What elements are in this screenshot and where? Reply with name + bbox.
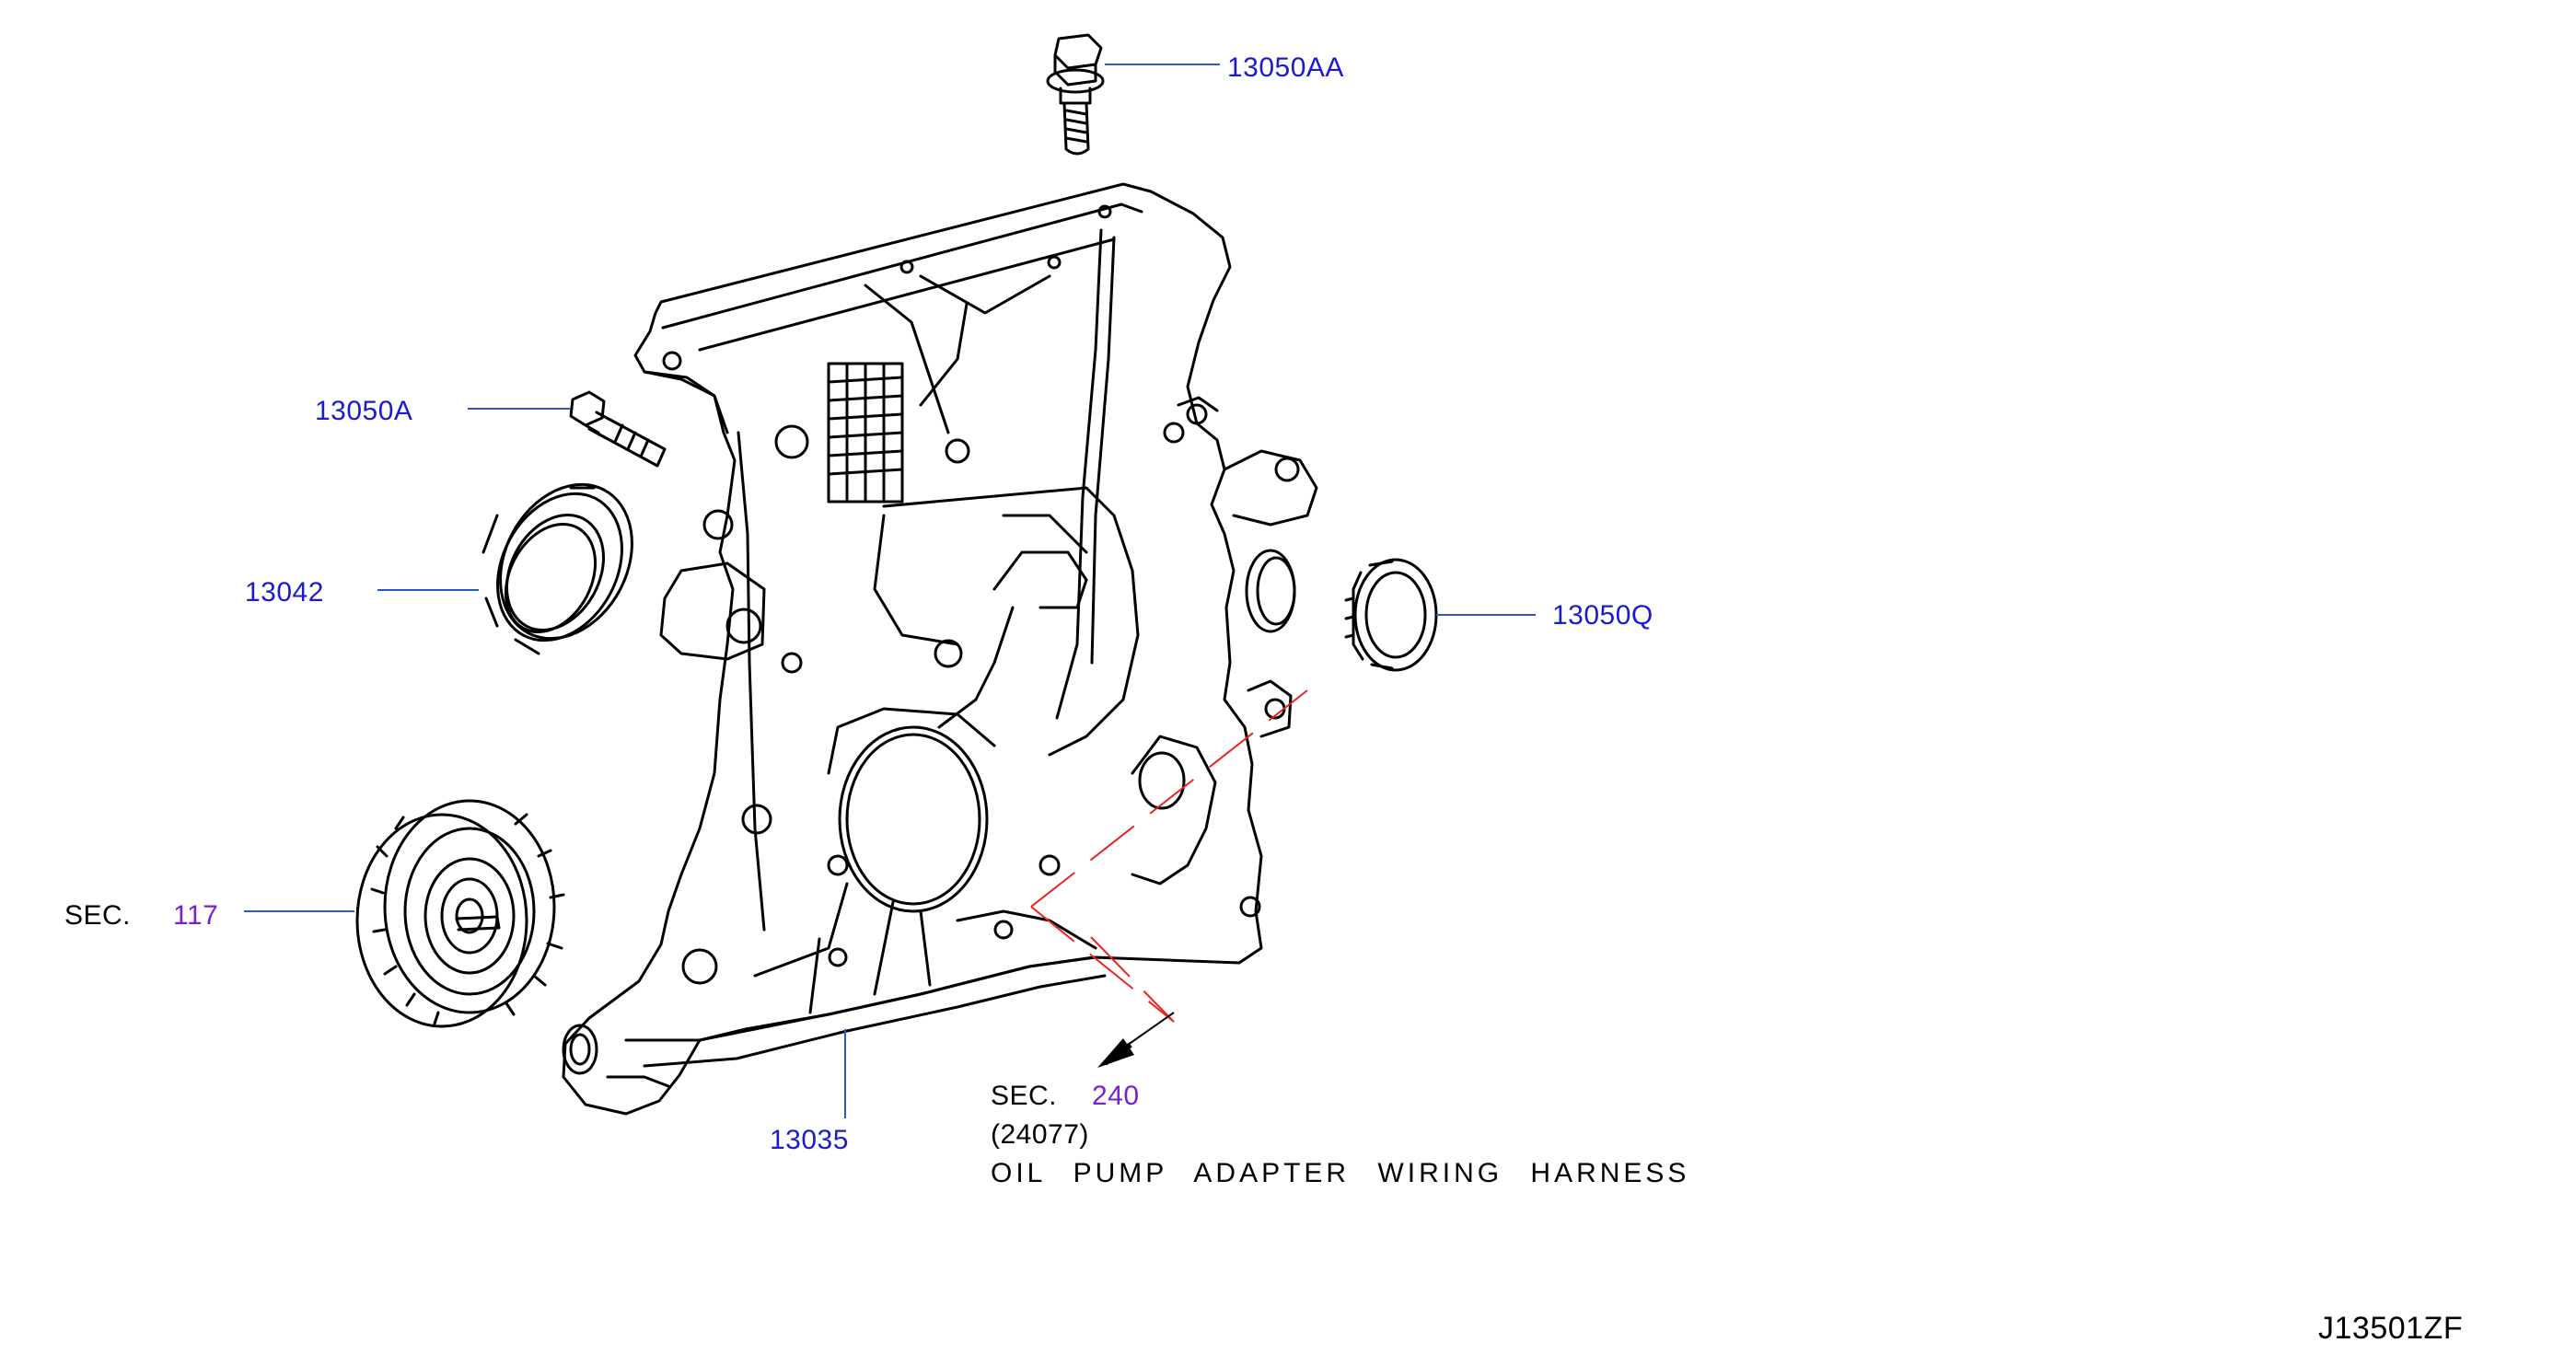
label-13050aa[interactable]: 13050AA — [1227, 52, 1344, 83]
label-13035[interactable]: 13035 — [770, 1125, 849, 1155]
label-sec-prefix-117: SEC. — [64, 900, 132, 931]
timing-cover-13035 — [562, 182, 1318, 1116]
label-13042[interactable]: 13042 — [245, 577, 324, 608]
centerlines — [1030, 689, 1308, 1023]
arrow-sec-240 — [1097, 1012, 1175, 1068]
label-harness-description: OIL PUMP ADAPTER WIRING HARNESS — [991, 1158, 1690, 1188]
label-part-24077[interactable]: (24077) — [991, 1119, 1089, 1150]
seal-13050q — [1344, 558, 1438, 672]
label-sec-240[interactable]: 240 — [1092, 1081, 1140, 1111]
label-sec-117[interactable]: 117 — [173, 900, 219, 931]
idler-pulley — [355, 799, 565, 1028]
diagram-id: J13501ZF — [2318, 1311, 2464, 1346]
bolt-13050a — [569, 390, 667, 468]
bolt-13050aa — [1046, 33, 1105, 156]
seal-13042 — [482, 482, 633, 655]
label-13050a[interactable]: 13050A — [315, 396, 413, 426]
label-13050q[interactable]: 13050Q — [1552, 600, 1654, 631]
label-sec-prefix-240: SEC. — [991, 1081, 1058, 1111]
